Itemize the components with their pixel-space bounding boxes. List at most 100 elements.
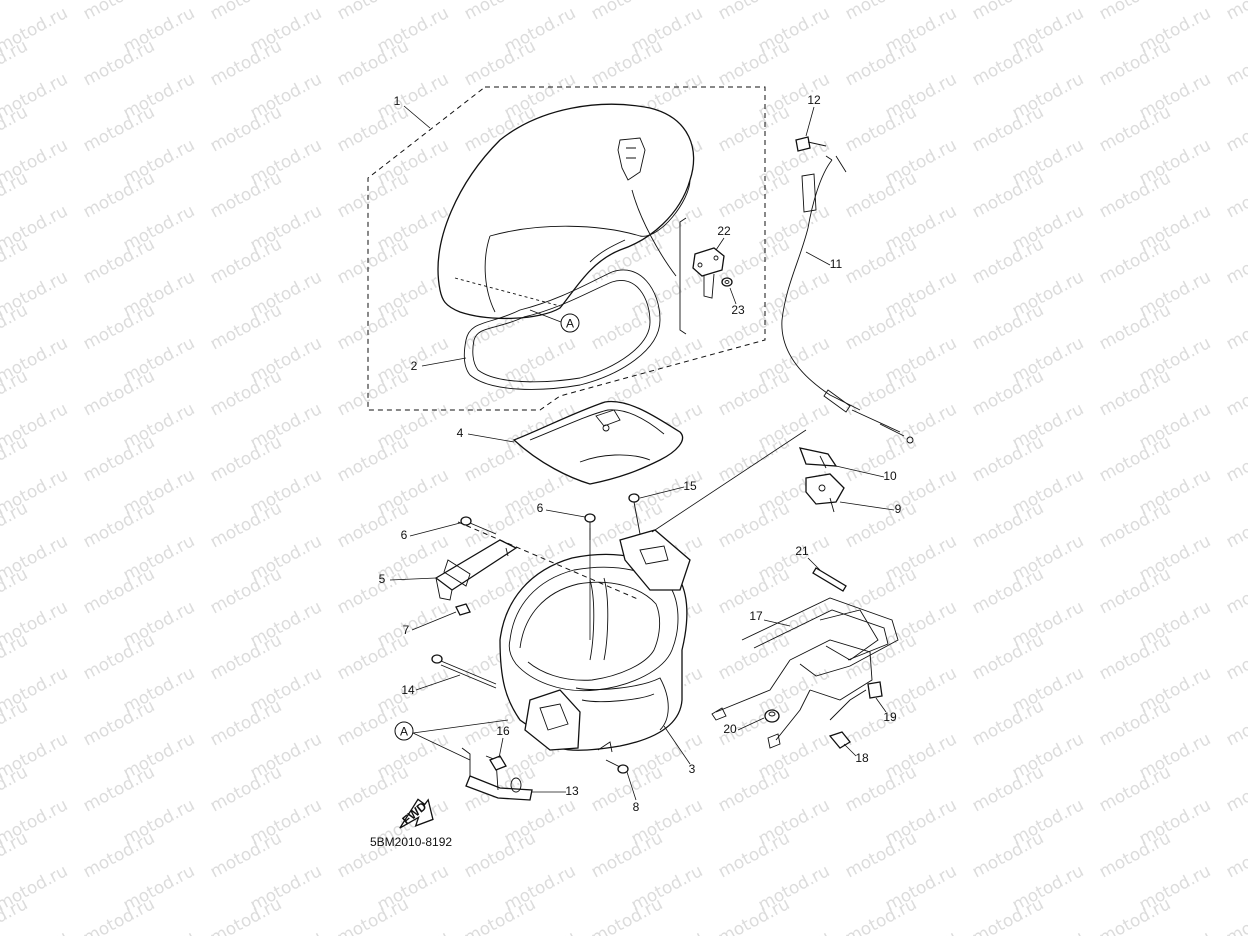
callout-label-8: 8 xyxy=(633,800,640,814)
lock-bracket-plate xyxy=(692,247,725,299)
watermark-text: motod.ru xyxy=(715,36,793,90)
clip-7 xyxy=(455,603,471,616)
callout-label-22: 22 xyxy=(717,224,731,238)
watermark-text: motod.ru xyxy=(715,300,793,354)
watermark-text: motod.ru xyxy=(1223,300,1248,354)
watermark-text: motod.ru xyxy=(715,828,793,882)
watermark-text: motod.ru xyxy=(969,168,1047,222)
watermark-text: motod.ru xyxy=(501,927,579,936)
watermark-text: motod.ru xyxy=(120,927,198,936)
callout-label-7: 7 xyxy=(403,623,410,637)
watermark-text: motod.ru xyxy=(969,498,1047,552)
watermark-text: motod.ru xyxy=(1223,366,1248,420)
watermark-text: motod.ru xyxy=(80,36,158,90)
watermark-text: motod.ru xyxy=(969,762,1047,816)
watermark-text: motod.ru xyxy=(588,300,666,354)
watermark-text: motod.ru xyxy=(1223,168,1248,222)
watermark-text: motod.ru xyxy=(80,102,158,156)
watermark-text: motod.ru xyxy=(715,102,793,156)
bracket-bar xyxy=(679,217,687,335)
watermark-text: motod.ru xyxy=(207,300,285,354)
watermark-text: motod.ru xyxy=(1096,762,1174,816)
long-bolt xyxy=(431,654,497,689)
watermark-text: motod.ru xyxy=(334,36,412,90)
watermark-text: motod.ru xyxy=(207,498,285,552)
watermark-text: motod.ru xyxy=(334,168,412,222)
watermark-text: motod.ru xyxy=(207,102,285,156)
watermark-text: motod.ru xyxy=(715,432,793,486)
watermark-text: motod.ru xyxy=(588,894,666,936)
watermark-text: motod.ru xyxy=(1096,234,1174,288)
watermark-text: motod.ru xyxy=(1096,102,1174,156)
watermark-text: motod.ru xyxy=(969,366,1047,420)
watermark-text: motod.ru xyxy=(80,762,158,816)
callout-label-2: 2 xyxy=(411,359,418,373)
carrier-frame xyxy=(711,597,899,749)
watermark-text: motod.ru xyxy=(842,36,920,90)
callout-label-17: 17 xyxy=(749,609,763,623)
leader-line-16 xyxy=(498,737,504,759)
watermark-text: motod.ru xyxy=(1096,894,1174,936)
watermark-text: motod.ru xyxy=(334,0,412,24)
leader-line-20 xyxy=(737,717,765,731)
watermark-text: motod.ru xyxy=(715,630,793,684)
watermark-text: motod.ru xyxy=(842,564,920,618)
bolt-6b xyxy=(584,513,596,540)
watermark-text: motod.ru xyxy=(207,366,285,420)
watermark-text: motod.ru xyxy=(207,762,285,816)
watermark-text: motod.ru xyxy=(334,234,412,288)
leader-line-19 xyxy=(875,697,887,713)
watermark-text: motod.ru xyxy=(1096,366,1174,420)
callout-label-16: 16 xyxy=(496,724,510,738)
watermark-text: motod.ru xyxy=(80,0,158,24)
callout-label-1: 1 xyxy=(394,94,401,108)
watermark-text: motod.ru xyxy=(207,0,285,24)
watermark-text: motod.ru xyxy=(461,894,539,936)
seat xyxy=(437,103,695,320)
watermark-text: motod.ru xyxy=(969,828,1047,882)
bolt-8 xyxy=(605,759,629,774)
watermark-text: motod.ru xyxy=(842,696,920,750)
leader-line-6b xyxy=(545,509,586,518)
cable-bolt xyxy=(795,136,827,152)
seat-seal-strip xyxy=(463,269,661,390)
leader-line-2 xyxy=(421,357,467,367)
bolt-19 xyxy=(867,681,883,699)
watermark-text: motod.ru xyxy=(1223,630,1248,684)
watermark-text: motod.ru xyxy=(715,762,793,816)
watermark-text: motod.ru xyxy=(207,432,285,486)
watermark-text: motod.ru xyxy=(1096,564,1174,618)
watermark-text: motod.ru xyxy=(1223,102,1248,156)
watermark-text: motod.ru xyxy=(969,432,1047,486)
watermark-text: motod.ru xyxy=(842,366,920,420)
watermark-text: motod.ru xyxy=(715,168,793,222)
leader-line-14 xyxy=(415,674,461,691)
latch xyxy=(805,473,845,513)
watermark-text: motod.ru xyxy=(80,894,158,936)
leader-line-15 xyxy=(639,486,685,499)
watermark-text: motod.ru xyxy=(628,927,706,936)
leader-line-6a xyxy=(409,522,461,537)
callout-label-4: 4 xyxy=(457,426,464,440)
watermark-text: motod.ru xyxy=(1223,762,1248,816)
watermark-text: motod.ru xyxy=(207,36,285,90)
watermark-text: motod.ru xyxy=(842,168,920,222)
watermark-text: motod.ru xyxy=(461,366,539,420)
watermark-text: motod.ru xyxy=(80,828,158,882)
watermark-text: motod.ru xyxy=(207,168,285,222)
watermark-text: motod.ru xyxy=(334,102,412,156)
bolt-6a xyxy=(460,516,497,535)
ref-mark-a-bottom: A xyxy=(394,721,414,741)
watermark-text: motod.ru xyxy=(374,927,452,936)
leader-line-1 xyxy=(403,105,431,129)
watermark-text: motod.ru xyxy=(715,894,793,936)
watermark-text: motod.ru xyxy=(715,0,793,24)
mount-bracket xyxy=(434,539,518,601)
watermark-text: motod.ru xyxy=(334,894,412,936)
watermark-text: motod.ru xyxy=(969,36,1047,90)
watermark-text: motod.ru xyxy=(1136,927,1214,936)
callout-label-6a: 6 xyxy=(401,528,408,542)
watermark-text: motod.ru xyxy=(80,234,158,288)
watermark-text: motod.ru xyxy=(842,828,920,882)
watermark-text: motod.ru xyxy=(80,630,158,684)
